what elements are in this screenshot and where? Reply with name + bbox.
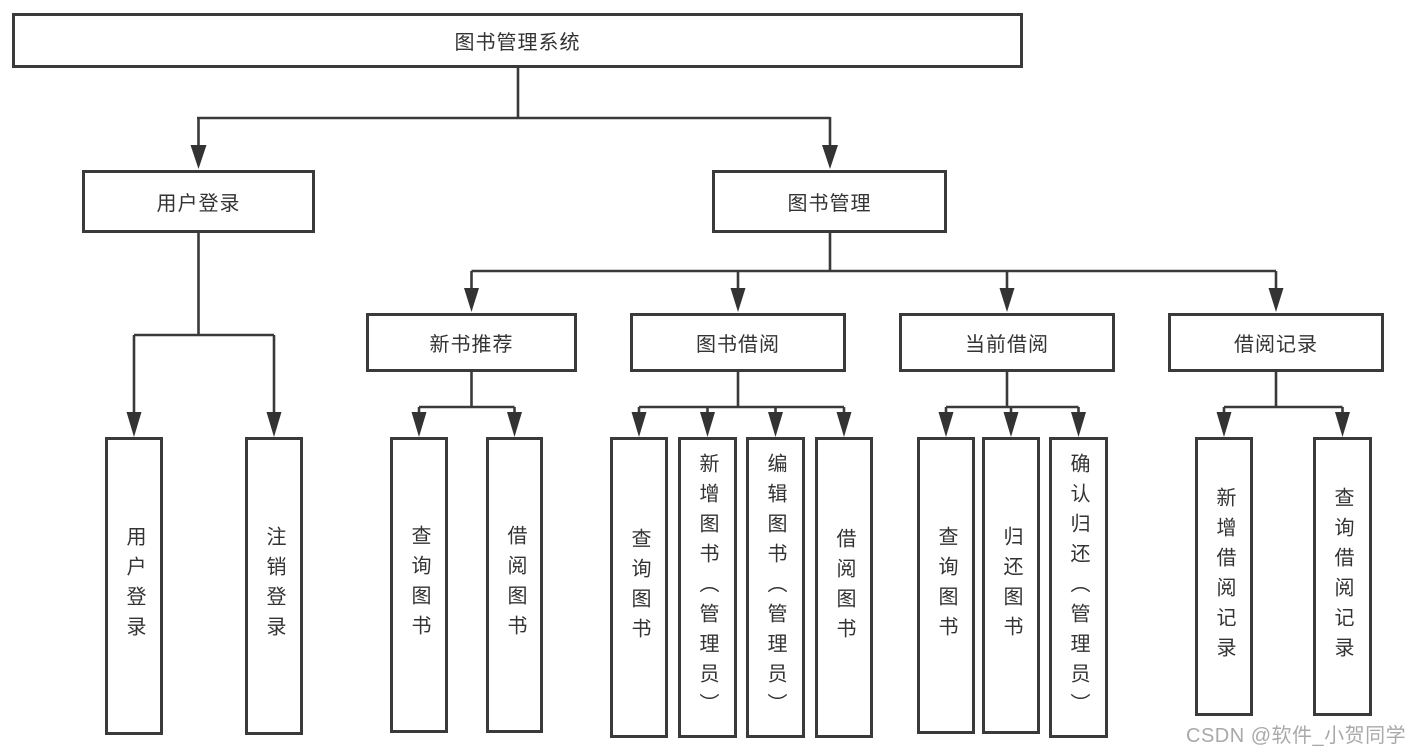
arrowhead-icon bbox=[768, 412, 783, 437]
arrowhead-icon bbox=[700, 412, 715, 437]
arrowhead-icon bbox=[411, 412, 427, 437]
arrowhead-icon bbox=[266, 412, 282, 437]
node-new-book-recommend: 新书推荐 bbox=[366, 313, 577, 372]
node-library-system: 图书管理系统 bbox=[12, 13, 1023, 68]
leaf-borrow-books-recommend: 借阅图书 bbox=[486, 437, 543, 733]
arrowhead-icon bbox=[730, 288, 746, 312]
arrowhead-icon bbox=[1216, 412, 1232, 437]
arrowhead-icon bbox=[190, 145, 207, 169]
connector-user-login-to-leaves bbox=[126, 232, 282, 437]
connector-book-borrow-to-leaves bbox=[631, 372, 852, 437]
arrowhead-icon bbox=[836, 412, 852, 437]
watermark: CSDN @软件_小贺同学 bbox=[1186, 725, 1405, 747]
leaf-query-borrow-record: 查询借阅记录 bbox=[1313, 437, 1372, 716]
connector-current-borrow-to-leaves bbox=[938, 372, 1086, 437]
leaf-user-login: 用户登录 bbox=[105, 437, 163, 735]
connector-borrow-records-to-leaves bbox=[1216, 372, 1350, 437]
node-book-borrow: 图书借阅 bbox=[630, 313, 846, 372]
node-current-borrow: 当前借阅 bbox=[899, 313, 1115, 372]
connector-book-management-to-level3 bbox=[464, 232, 1284, 312]
arrowhead-icon bbox=[999, 288, 1015, 312]
arrowhead-icon bbox=[464, 288, 479, 312]
leaf-borrow-books: 借阅图书 bbox=[815, 437, 873, 738]
node-user-login-branch: 用户登录 bbox=[82, 170, 315, 233]
connector-new-book-recommend-to-leaves bbox=[411, 372, 522, 437]
leaf-return-books: 归还图书 bbox=[982, 437, 1040, 734]
node-book-management: 图书管理 bbox=[712, 170, 947, 233]
arrowhead-icon bbox=[822, 145, 838, 169]
leaf-add-book-admin: 新增图书（管理员） bbox=[678, 437, 737, 738]
arrowhead-icon bbox=[938, 412, 954, 437]
leaf-confirm-return-admin: 确认归还（管理员） bbox=[1049, 437, 1108, 738]
leaf-edit-book-admin: 编辑图书（管理员） bbox=[746, 437, 805, 738]
leaf-query-books-borrow: 查询图书 bbox=[610, 437, 668, 738]
leaf-query-books-recommend: 查询图书 bbox=[390, 437, 448, 733]
arrowhead-icon bbox=[1268, 288, 1284, 312]
node-borrow-records: 借阅记录 bbox=[1168, 313, 1384, 372]
arrowhead-icon bbox=[1071, 412, 1086, 437]
arrowhead-icon bbox=[1335, 412, 1350, 437]
leaf-query-books-current: 查询图书 bbox=[917, 437, 975, 734]
arrowhead-icon bbox=[1003, 412, 1019, 437]
arrowhead-icon bbox=[126, 412, 142, 437]
arrowhead-icon bbox=[631, 412, 647, 437]
arrowhead-icon bbox=[507, 412, 522, 437]
leaf-logout: 注销登录 bbox=[245, 437, 303, 735]
connector-root-to-level2 bbox=[190, 67, 838, 169]
leaf-add-borrow-record: 新增借阅记录 bbox=[1195, 437, 1253, 716]
